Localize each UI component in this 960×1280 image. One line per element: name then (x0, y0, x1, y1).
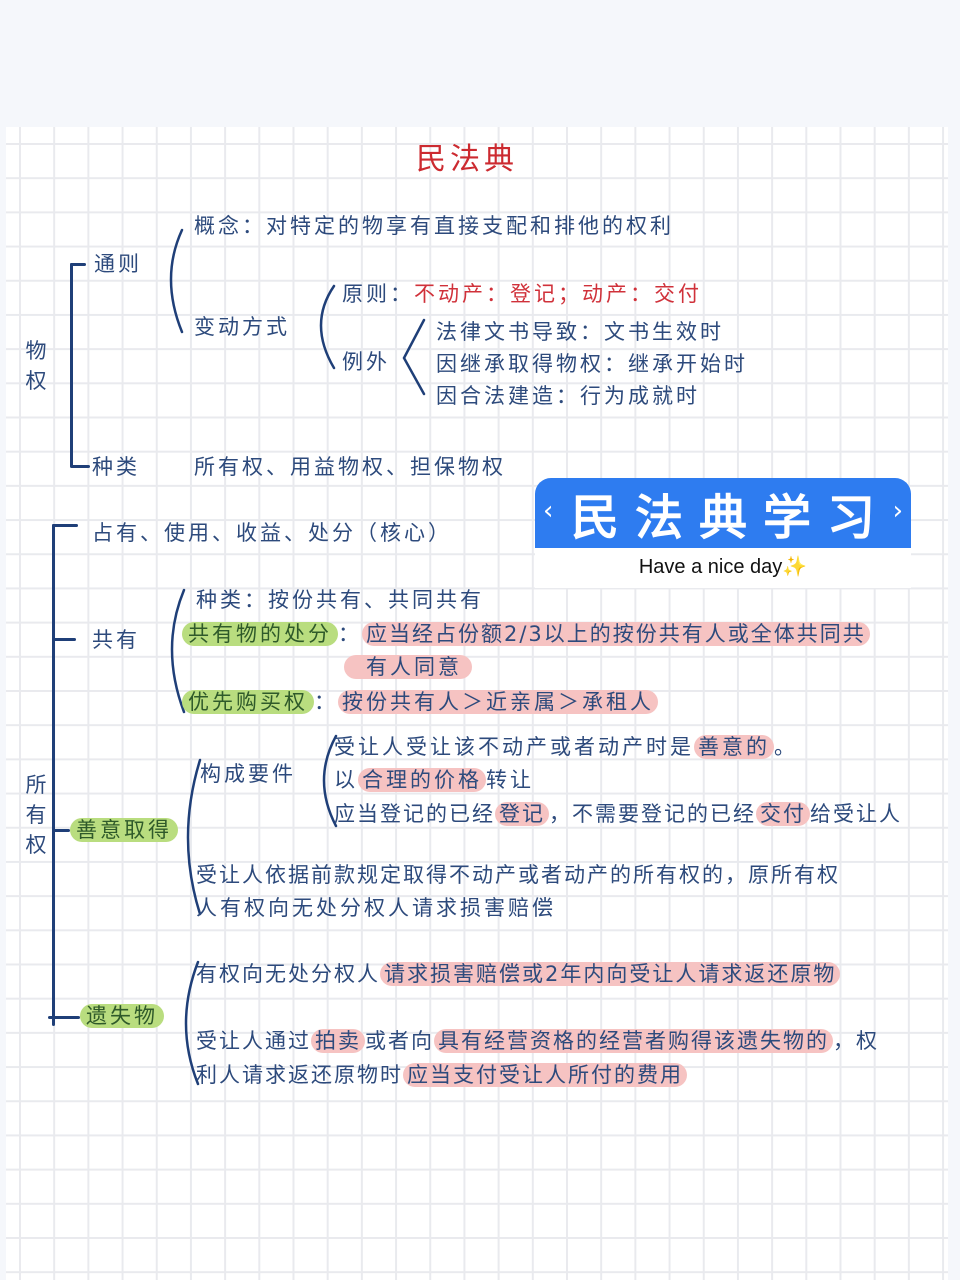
bracket-general (169, 228, 184, 334)
element-highlight: 交付 (756, 802, 810, 826)
node-lost-property: 遗失物 (80, 1002, 164, 1030)
principle-label: 原则： (342, 282, 414, 306)
node-elements: 构成要件 (200, 762, 296, 786)
bracket-ownership (52, 524, 55, 1026)
element-text: 受让人受让该不动产或者动产时是 (334, 735, 694, 759)
node-general: 通则 (94, 252, 142, 276)
element-text: ，不需要登记的已经 (549, 802, 756, 826)
element-highlight: 登记 (495, 802, 549, 826)
lost-property-line2: 受让人通过拍卖或者向具有经营资格的经营者购得该遗失物的，权 (196, 1027, 879, 1055)
disposal-row: 共有物的处分：应当经占份额2/3以上的按份共有人或全体共同共 (182, 620, 870, 648)
bracket-tick-core (52, 524, 78, 527)
subtitle-text: Have a nice day (638, 556, 783, 578)
label-text: 所有权 (25, 773, 47, 857)
bracket-tick-types (70, 465, 90, 468)
node-co-ownership: 共有 (92, 628, 140, 652)
node-good-faith: 善意取得 (70, 816, 178, 844)
banner-subtitle-panel: Have a nice day✨ (535, 548, 911, 588)
disposal-value-line1: 应当经占份额2/3以上的按份共有人或全体共同共 (362, 622, 870, 646)
element-text: 以 (334, 768, 358, 792)
section-label-property-rights: 物权 (24, 336, 48, 396)
preemption-row: 优先购买权：按份共有人＞近亲属＞承租人 (182, 688, 658, 716)
lost-property-line1: 有权向无处分权人请求损害赔偿或2年内向受让人请求返还原物 (196, 960, 841, 988)
good-faith-label: 善意取得 (70, 818, 178, 842)
node-exception: 例外 (342, 350, 390, 374)
bracket-tick-good-faith (52, 829, 70, 832)
exception-item: 因合法建造：行为成就时 (436, 384, 700, 408)
element-text: 应当登记的已经 (334, 802, 495, 826)
element-highlight: 合理的价格 (358, 768, 486, 792)
chevron-right-icon[interactable]: › (892, 496, 903, 526)
highlight: 应当支付受让人所付的费用 (403, 1063, 687, 1087)
good-faith-effect-line1: 受让人依据前款规定取得不动产或者动产的所有权的，原所有权 (196, 863, 840, 887)
text: ，权 (833, 1029, 879, 1053)
element-text: 给受让人 (810, 802, 902, 826)
types-value: 所有权、用益物权、担保物权 (194, 455, 506, 479)
disposal-row-2: 有人同意 (344, 653, 472, 681)
disposal-label: 共有物的处分 (182, 622, 338, 646)
highlight: 拍卖 (311, 1029, 365, 1053)
banner-subtitle: Have a nice day✨ (535, 554, 911, 579)
lost-property-label: 遗失物 (80, 1004, 164, 1028)
lost-property-line3: 利人请求返还原物时应当支付受让人所付的费用 (196, 1061, 687, 1089)
text: 利人请求返还原物时 (196, 1063, 403, 1087)
chevron-left-icon[interactable]: ‹ (543, 496, 554, 526)
element-item: 应当登记的已经登记，不需要登记的已经交付给受让人 (334, 800, 902, 828)
bracket-co-ownership (170, 588, 186, 714)
bracket-exceptions (402, 318, 426, 396)
preemption-label: 优先购买权 (182, 690, 314, 714)
core-rights-text: 占有、使用、收益、处分（核心） (92, 521, 452, 545)
bracket-good-faith (186, 758, 202, 916)
element-item: 受让人受让该不动产或者动产时是善意的。 (334, 733, 798, 761)
colon: ： (338, 622, 362, 646)
sparkle-icon: ✨ (782, 556, 808, 578)
principle-value: 不动产：登记；动产：交付 (414, 282, 702, 306)
colon: ： (314, 690, 338, 714)
bracket-lost-property (184, 960, 200, 1086)
section-label-ownership: 所有权 (24, 770, 48, 860)
good-faith-effect-line2: 人有权向无处分权人请求损害赔偿 (196, 896, 556, 920)
text: 或者向 (365, 1029, 434, 1053)
bracket-property-rights (70, 263, 73, 467)
bracket-elements (322, 734, 338, 828)
element-highlight: 善意的 (694, 735, 774, 759)
bracket-tick-general (70, 263, 86, 266)
banner: ‹ 民法典学习 › (535, 478, 911, 548)
preemption-value: 按份共有人＞近亲属＞承租人 (338, 690, 658, 714)
element-text: 转让 (486, 768, 534, 792)
exception-item: 法律文书导致：文书生效时 (436, 320, 724, 344)
page-title: 民法典 (416, 142, 518, 177)
banner-title: 民法典学习 (570, 490, 891, 546)
bracket-tick-co-ownership (52, 638, 76, 641)
node-change-mode: 变动方式 (194, 315, 290, 339)
element-item: 以合理的价格转让 (334, 766, 534, 794)
highlight: 请求损害赔偿或2年内向受让人请求返还原物 (380, 962, 841, 986)
concept-text: 概念：对特定的物享有直接支配和排他的权利 (194, 214, 674, 238)
text: 受让人通过 (196, 1029, 311, 1053)
text: 有权向无处分权人 (196, 962, 380, 986)
label-text: 物权 (25, 339, 47, 393)
disposal-value-line2: 有人同意 (344, 655, 472, 679)
exception-item: 因继承取得物权：继承开始时 (436, 352, 748, 376)
node-types: 种类 (92, 455, 140, 479)
bracket-tick-lost-property (48, 1016, 80, 1019)
principle-row: 原则：不动产：登记；动产：交付 (342, 280, 702, 308)
element-text: 。 (774, 735, 798, 759)
bracket-change-mode (319, 284, 336, 370)
co-ownership-types: 种类：按份共有、共同共有 (196, 588, 484, 612)
highlight: 具有经营资格的经营者购得该遗失物的 (434, 1029, 833, 1053)
